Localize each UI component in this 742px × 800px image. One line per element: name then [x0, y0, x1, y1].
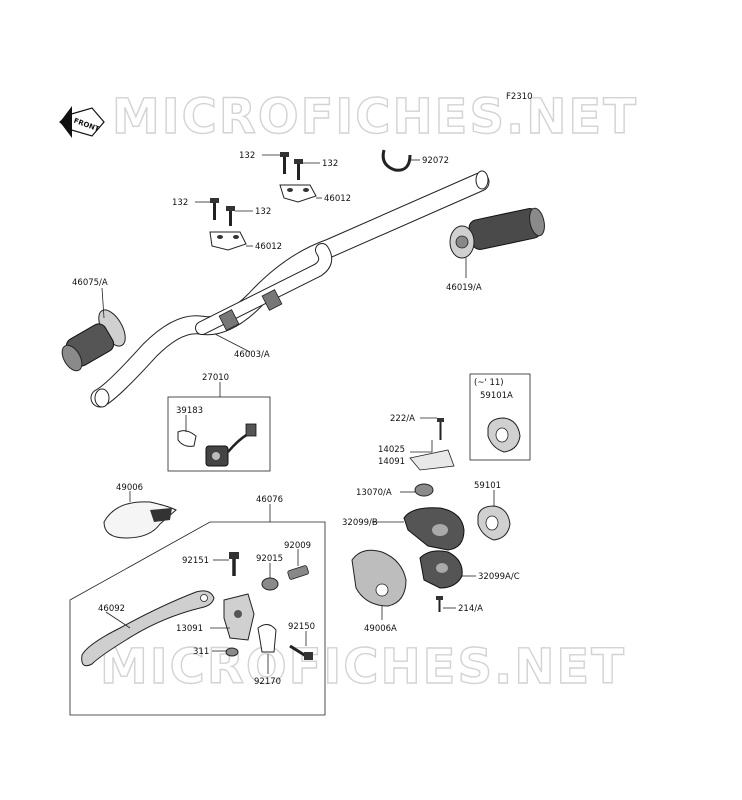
- label-27010: 27010: [202, 373, 229, 383]
- bolt-132-c: [210, 198, 219, 220]
- year-note-box: [469, 373, 531, 461]
- label-92015: 92015: [256, 554, 283, 564]
- label-14091: 14091: [378, 457, 405, 467]
- label-92009: 92009: [284, 541, 311, 551]
- label-132-d: 132: [255, 207, 271, 217]
- throttle-cover-59101A: [487, 417, 521, 453]
- throttle-case-upper: [403, 507, 465, 551]
- screw-214: [436, 596, 443, 612]
- adjuster-92009: [287, 565, 309, 580]
- label-46012-b: 46012: [255, 242, 282, 252]
- throttle-case-lower: [419, 550, 463, 589]
- collar-13070: [414, 483, 434, 497]
- clutch-lever: [81, 590, 215, 667]
- figure-code: F2310: [506, 92, 533, 102]
- label-59101: 59101: [474, 481, 501, 491]
- label-46012-a: 46012: [324, 194, 351, 204]
- front-arrow-icon: FRONT: [59, 106, 105, 138]
- nut-311: [225, 647, 239, 657]
- label-92072: 92072: [422, 156, 449, 166]
- label-13091: 13091: [176, 624, 203, 634]
- label-14025: 14025: [378, 445, 405, 455]
- lever-holder: [223, 593, 255, 641]
- label-46075: 46075/A: [72, 278, 108, 288]
- label-49006: 49006: [116, 483, 143, 493]
- label-46019: 46019/A: [446, 283, 482, 293]
- throttle-cover-49006A: [351, 549, 407, 607]
- bolt-132-a: [280, 152, 289, 174]
- throttle-plate: [409, 449, 455, 471]
- lower-clamp: [209, 231, 247, 251]
- label-32099B: 32099/B: [342, 518, 378, 528]
- hand-guard: [103, 501, 177, 539]
- bolt-132-b: [294, 159, 303, 180]
- bolt-132-d: [226, 206, 235, 226]
- label-222: 222/A: [390, 414, 415, 424]
- screw-222: [437, 418, 444, 440]
- label-92151: 92151: [182, 556, 209, 566]
- label-46092: 46092: [98, 604, 125, 614]
- label-46003: 46003/A: [234, 350, 270, 360]
- label-39183: 39183: [176, 406, 203, 416]
- label-49006A: 49006A: [364, 624, 397, 634]
- label-214: 214/A: [458, 604, 483, 614]
- throttle-cover-59101: [477, 505, 511, 541]
- label-59101A: 59101A: [480, 391, 513, 401]
- bolt-92151: [229, 552, 239, 576]
- label-92170: 92170: [254, 677, 281, 687]
- leader-lines: [101, 154, 495, 674]
- switch-group-box: [167, 396, 271, 472]
- label-13070: 13070/A: [356, 488, 392, 498]
- label-132-c: 132: [172, 198, 188, 208]
- watermark-bottom: MICROFICHES.NET: [100, 639, 626, 695]
- label-132-b: 132: [322, 159, 338, 169]
- bolt-92150: [289, 644, 313, 660]
- handlebar: [90, 170, 490, 408]
- lever-group-box: [69, 521, 326, 716]
- right-grip: [449, 207, 545, 259]
- label-32099AC: 32099A/C: [478, 572, 520, 582]
- upper-clamp: [279, 184, 317, 203]
- engine-stop-switch: [177, 423, 257, 467]
- cable-band: [381, 149, 412, 172]
- lever-clamp: [257, 624, 277, 653]
- label-year-note: (~' 11): [474, 378, 504, 388]
- collar-92015: [261, 577, 279, 591]
- label-92150: 92150: [288, 622, 315, 632]
- watermark-top: MICROFICHES.NET: [112, 89, 638, 145]
- label-132-a: 132: [239, 151, 255, 161]
- label-46076: 46076: [256, 495, 283, 505]
- left-grip: [61, 309, 126, 372]
- label-311: 311: [193, 647, 209, 657]
